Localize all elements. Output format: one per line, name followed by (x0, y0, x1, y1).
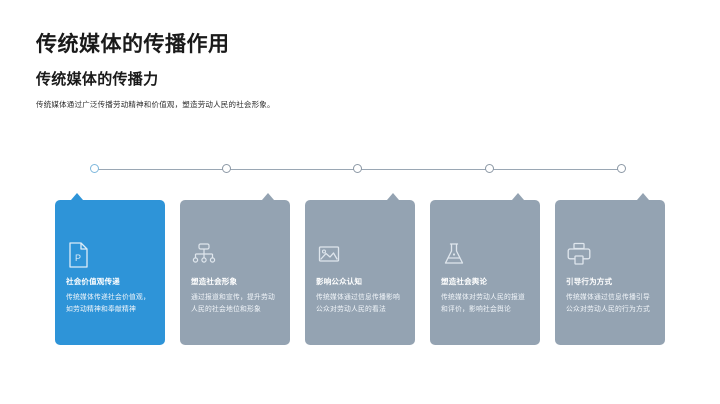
document-p-icon: P (66, 240, 92, 270)
card-title: 社会价值观传递 (66, 277, 120, 286)
flask-icon (441, 240, 467, 270)
timeline-node-3[interactable] (353, 164, 362, 173)
card-pointer-icon (71, 193, 83, 200)
card-title: 引导行为方式 (566, 277, 613, 286)
info-card-1[interactable]: P 社会价值观传递 传统媒体传递社会价值观，如劳动精神和奉献精神 (55, 193, 165, 345)
timeline-node-5[interactable] (617, 164, 626, 173)
timeline-node-4[interactable] (485, 164, 494, 173)
page-subtitle: 传统媒体的传播力 (36, 71, 159, 88)
card-title: 塑造社会舆论 (441, 277, 488, 286)
card-pointer-icon (262, 193, 274, 200)
card-title: 影响公众认知 (316, 277, 363, 286)
card-pointer-icon (387, 193, 399, 200)
page-description: 传统媒体通过广泛传播劳动精神和价值观，塑造劳动人民的社会形象。 (36, 100, 275, 109)
timeline (90, 164, 626, 173)
card-body: 传统媒体通过信息传播引导公众对劳动人民的行为方式 (566, 294, 650, 313)
image-icon (316, 240, 342, 270)
card-body: 通过报道和宣传，提升劳动人民的社会地位和形象 (191, 294, 275, 313)
info-card-5[interactable]: 引导行为方式 传统媒体通过信息传播引导公众对劳动人民的行为方式 (555, 193, 665, 345)
card-title: 塑造社会形象 (191, 277, 238, 286)
timeline-node-1[interactable] (90, 164, 99, 173)
printer-icon (566, 240, 592, 270)
card-pointer-icon (512, 193, 524, 200)
card-body: 传统媒体对劳动人民的报道和评价，影响社会舆论 (441, 294, 525, 313)
card-body: 传统媒体通过信息传播影响公众对劳动人民的看法 (316, 294, 400, 313)
timeline-node-2[interactable] (222, 164, 231, 173)
card-body: 传统媒体传递社会价值观，如劳动精神和奉献精神 (66, 294, 150, 313)
org-chart-icon (191, 240, 217, 270)
info-card-2[interactable]: 塑造社会形象 通过报道和宣传，提升劳动人民的社会地位和形象 (180, 193, 290, 345)
info-card-4[interactable]: 塑造社会舆论 传统媒体对劳动人民的报道和评价，影响社会舆论 (430, 193, 540, 345)
svg-text:P: P (75, 253, 81, 263)
card-pointer-icon (637, 193, 649, 200)
page-title: 传统媒体的传播作用 (36, 33, 230, 56)
info-card-3[interactable]: 影响公众认知 传统媒体通过信息传播影响公众对劳动人民的看法 (305, 193, 415, 345)
